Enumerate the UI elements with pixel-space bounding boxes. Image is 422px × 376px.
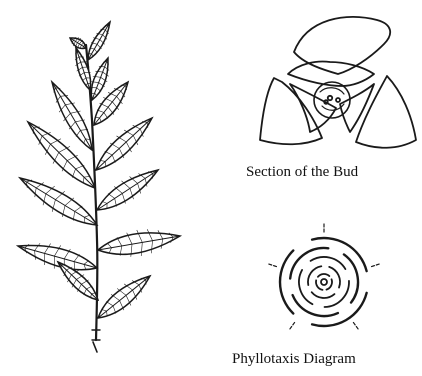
phyllotaxis-rank-line [269, 264, 277, 266]
leaf-midrib [20, 178, 97, 225]
phyllotaxis-rank-line [290, 322, 295, 328]
leaf-midrib [88, 22, 110, 60]
shoot-leaves [0, 0, 210, 376]
phyllotaxis-rank-line [372, 264, 380, 266]
leaf-midrib [97, 170, 158, 210]
phyllotaxis-leaf-arc [280, 251, 293, 314]
phyllotaxis-leaf-arc [325, 281, 349, 307]
outer-bract-right [356, 76, 416, 148]
leaf-midrib [96, 118, 152, 170]
bud-section-caption: Section of the Bud [246, 164, 358, 181]
phyllotaxis-leaf-arc [312, 292, 335, 298]
outer-bract-top [294, 17, 390, 74]
inner-leaf-2 [290, 84, 336, 132]
phyllotaxis-caption: Phyllotaxis Diagram [232, 351, 356, 368]
phyllotaxis-diagram [264, 222, 384, 342]
bud-section-diagram [252, 0, 422, 160]
inner-leaf-3 [340, 84, 374, 132]
phyllotaxis-rank-line [353, 322, 358, 328]
outer-bract-left [260, 78, 322, 144]
phyllotaxis-center [321, 279, 327, 285]
leaf-midrib [98, 276, 150, 318]
phyllotaxis-leaf-arc [318, 274, 329, 277]
